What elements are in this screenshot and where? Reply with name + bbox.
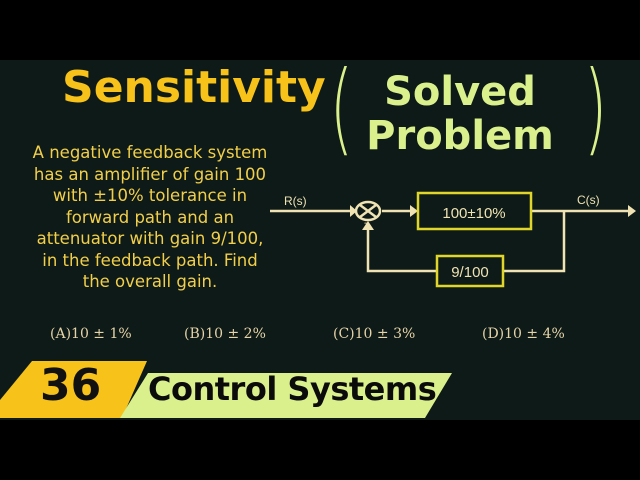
option-b: (B)10 ± 2% [184, 326, 266, 342]
arrow-icon [350, 205, 357, 217]
title: Sensitivity [62, 62, 326, 113]
option-c: (C)10 ± 3% [333, 326, 416, 342]
arrow-icon [628, 205, 636, 217]
arrow-icon [410, 205, 418, 217]
episode-badge [0, 361, 147, 418]
problem-line: A negative feedback system [32, 143, 268, 162]
series-name: Control Systems [148, 370, 437, 408]
input-label: R(s) [284, 194, 307, 208]
feedback-line-left [366, 230, 437, 273]
problem-line: in the feedback path. Find [42, 250, 258, 270]
problem-statement: A negative feedback system has an amplif… [20, 142, 280, 293]
right-parenthesis: ) [583, 49, 608, 166]
output-label: C(s) [577, 193, 600, 207]
option-d: (D)10 ± 4% [482, 326, 565, 342]
feedback-block [435, 254, 505, 288]
problem-line: forward path and an [65, 207, 235, 227]
subtitle-line-1: Solved [384, 69, 536, 115]
feedback-block-label: 9/100 [451, 264, 489, 281]
feedback-line-right [503, 211, 566, 273]
subtitle-line-2: Problem [366, 113, 554, 159]
forward-block-label: 100±10% [442, 205, 505, 222]
episode-number: 36 [40, 360, 102, 411]
subtitle: Solved Problem [360, 70, 560, 158]
left-parenthesis: ( [329, 49, 354, 166]
problem-line: with ±10% tolerance in [52, 186, 248, 205]
option-a: (A)10 ± 1% [50, 326, 132, 342]
problem-line: the overall gain. [82, 272, 218, 291]
series-banner [120, 373, 452, 418]
background-panel [0, 60, 640, 420]
minus-sign: - [364, 218, 367, 229]
problem-line: has an amplifier of gain 100 [33, 164, 267, 184]
arrow-icon [362, 221, 374, 230]
problem-line: attenuator with gain 9/100, [36, 229, 264, 248]
forward-block [416, 191, 533, 231]
